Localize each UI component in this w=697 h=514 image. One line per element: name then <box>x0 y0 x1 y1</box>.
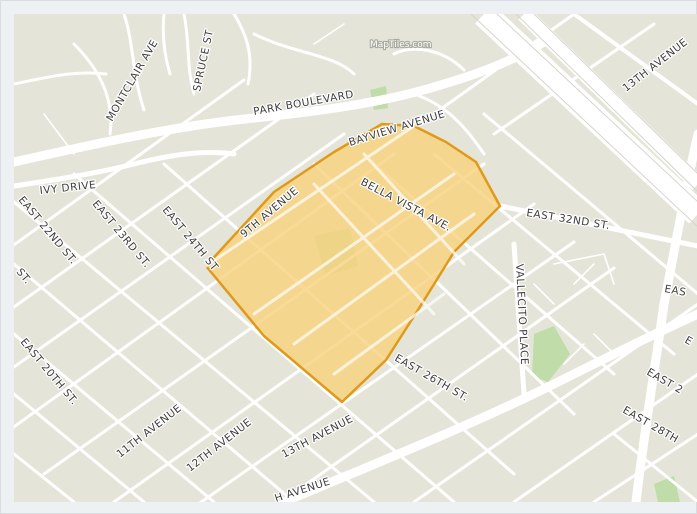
road-bottom-avenue <box>279 309 697 502</box>
boundary-inner-roads <box>204 124 476 376</box>
road-park-boulevard <box>14 37 549 167</box>
map-attribution: MapTiles.com <box>370 40 432 50</box>
map-viewport[interactable]: MapTiles.com MONTCLAIR AVE SPRUCE ST PAR… <box>14 14 697 502</box>
freeway <box>470 14 697 227</box>
map-canvas[interactable]: MapTiles.com MONTCLAIR AVE SPRUCE ST PAR… <box>14 14 697 502</box>
label-eas-right: EAS <box>663 283 687 299</box>
park-vallecito <box>532 326 570 382</box>
minor-roads-hills <box>14 14 615 365</box>
road-vallecito <box>511 241 527 397</box>
